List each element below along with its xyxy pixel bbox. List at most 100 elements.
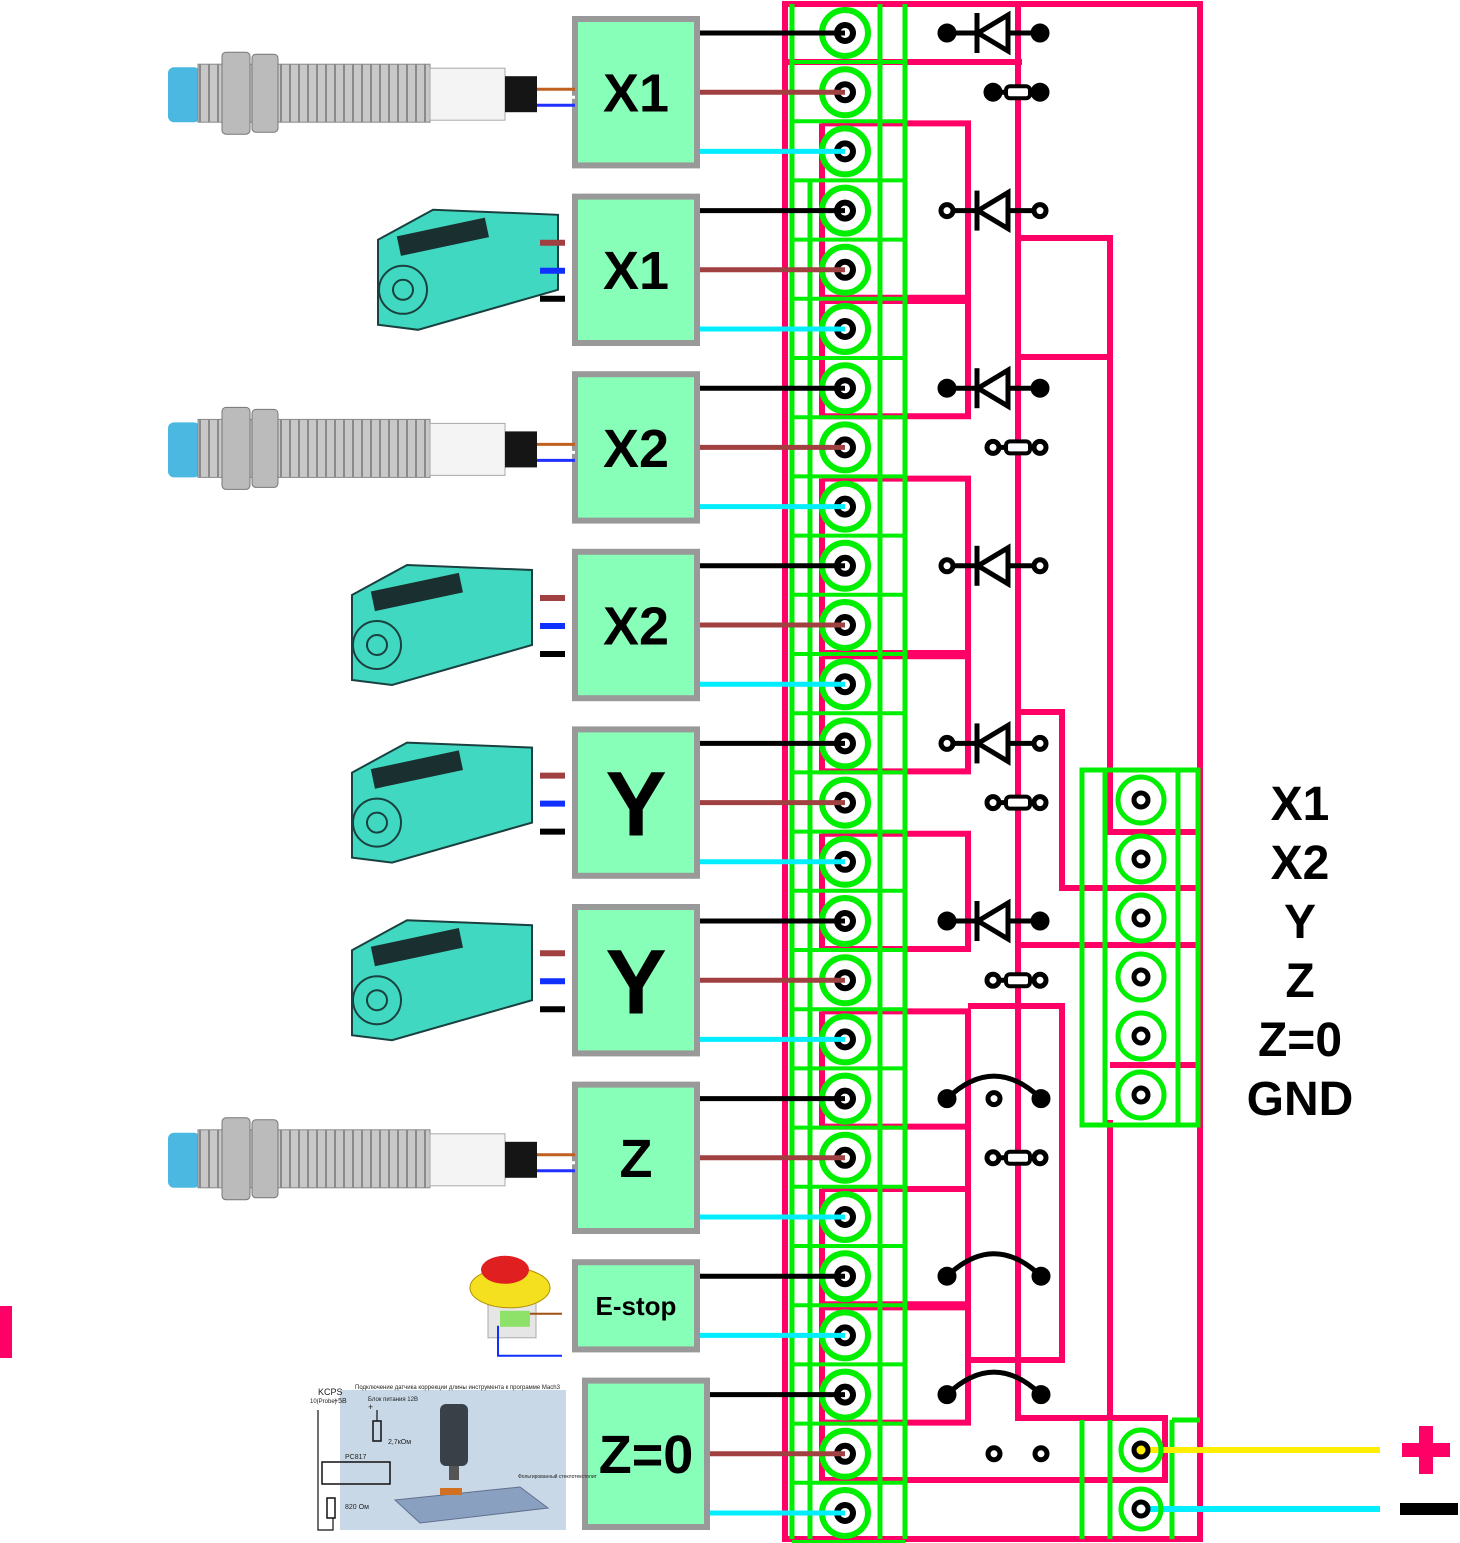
sensor-tail — [505, 431, 537, 468]
component-pad — [937, 1266, 957, 1286]
jumper-symbol — [937, 1251, 1051, 1286]
inset-pin-probe: 10(Probe) — [310, 1399, 337, 1405]
device-label: Z=0 — [599, 1425, 694, 1485]
sensor-nut — [221, 51, 251, 135]
output-screw — [1115, 1069, 1167, 1121]
sensor-tail — [505, 1141, 537, 1178]
device-label-box — [572, 371, 700, 524]
output-screw — [1115, 774, 1167, 826]
sensor-face-inner — [366, 989, 388, 1012]
resistor-body — [1004, 972, 1032, 989]
sensor-nut — [221, 406, 251, 490]
component-pad — [1031, 438, 1049, 456]
resistor-symbol — [984, 794, 1049, 812]
component-pad — [1031, 971, 1049, 989]
output-screw — [1115, 892, 1167, 944]
device-x1: X1 — [377, 193, 700, 346]
jumper-wire — [945, 1073, 1043, 1101]
jumper-symbol — [937, 1369, 1051, 1405]
output-screw — [1115, 833, 1167, 885]
device-label-box — [572, 16, 700, 169]
device-x1: X1 — [168, 16, 700, 169]
inset-optocoupler: PC817 — [345, 1454, 367, 1461]
component-pad — [938, 202, 956, 220]
output-label-z: Z — [1285, 955, 1314, 1008]
trace-z-loop — [965, 1006, 1065, 1363]
pads-symbol — [985, 1445, 1050, 1463]
output-screw — [1115, 1010, 1167, 1062]
output-block-frame — [1079, 767, 1201, 1128]
inset-pcb-label: Фольгированный стеклотекстолит — [518, 1473, 598, 1480]
resistor-symbol — [984, 971, 1049, 989]
optocoupler-box — [321, 1461, 391, 1485]
diode-symbol — [938, 543, 1049, 589]
rectangular-sensor-icon — [351, 741, 565, 864]
device-label-box — [572, 904, 700, 1057]
sensor-face-ring — [378, 264, 428, 315]
inset-wire — [317, 1410, 334, 1531]
sensor-face-ring — [352, 975, 402, 1026]
terminal-block-main — [789, 4, 908, 1543]
spindle-tool — [449, 1466, 459, 1480]
power-screw — [1118, 1427, 1164, 1473]
device-label-box — [582, 1377, 710, 1530]
sensor-label — [429, 422, 506, 476]
component-pad — [938, 734, 956, 752]
diode-body — [973, 543, 1011, 589]
output-hole — [1131, 849, 1151, 869]
component-pad — [983, 82, 1003, 102]
sensor-label — [429, 1133, 506, 1187]
component-pad — [1031, 794, 1049, 812]
diode-symbol — [938, 188, 1049, 234]
cylindrical-sensor-icon — [168, 1117, 575, 1201]
output-hole — [1131, 1085, 1151, 1105]
diode-body — [973, 898, 1011, 944]
inset-pin-5v: +5В — [334, 1398, 347, 1405]
estop-lead — [497, 1325, 562, 1357]
device-e-stop: E-stop — [469, 1255, 700, 1357]
sensor-face-inner — [366, 811, 388, 834]
diode-symbol — [937, 10, 1050, 56]
power-hole — [1131, 1440, 1151, 1460]
device-z: Z — [168, 1081, 700, 1234]
device-x2: X2 — [351, 548, 700, 702]
device-label: X1 — [603, 241, 669, 301]
resistor-symbol — [984, 438, 1049, 456]
probe-inset: Подключение датчика коррекции длины инст… — [310, 1385, 598, 1531]
resistor-body — [1004, 84, 1032, 101]
component-pad — [1030, 82, 1050, 102]
diode-symbol — [938, 720, 1049, 766]
rectangular-sensor-icon — [351, 563, 565, 687]
sensor-face-ring — [352, 797, 402, 848]
sensor-nut — [251, 1119, 279, 1199]
estop-mushroom — [481, 1255, 529, 1284]
rectangular-sensor-icon — [377, 208, 565, 331]
cylindrical-sensor-icon — [168, 406, 575, 490]
component-pad — [937, 911, 957, 931]
diode-body — [973, 720, 1011, 766]
inset-title: Подключение датчика коррекции длины инст… — [355, 1385, 561, 1391]
component-pad — [937, 1089, 957, 1109]
sensor-face-ring — [352, 620, 402, 670]
power-screw — [1118, 1486, 1164, 1532]
sensor-tail — [505, 76, 537, 113]
device-y: Y — [351, 904, 700, 1057]
device-label: Y — [605, 754, 666, 856]
device-z-eq-0: Z=0 — [582, 1377, 710, 1530]
plus-sign-icon — [1419, 1426, 1433, 1474]
device-label-box — [572, 548, 700, 702]
pcb-plate-icon — [440, 1488, 462, 1495]
device-label: Y — [605, 931, 666, 1033]
output-label-z-eq-0: Z=0 — [1258, 1014, 1342, 1067]
sensor-cap — [168, 67, 200, 123]
component-pad — [1030, 23, 1050, 43]
device-label-box — [572, 1259, 700, 1353]
estop-button-icon — [469, 1255, 562, 1357]
output-screw — [1115, 951, 1167, 1003]
output-label-gnd: GND — [1247, 1073, 1354, 1126]
component-pad — [984, 794, 1002, 812]
component-pad — [1031, 1266, 1051, 1286]
machine-table-icon — [393, 1486, 550, 1524]
